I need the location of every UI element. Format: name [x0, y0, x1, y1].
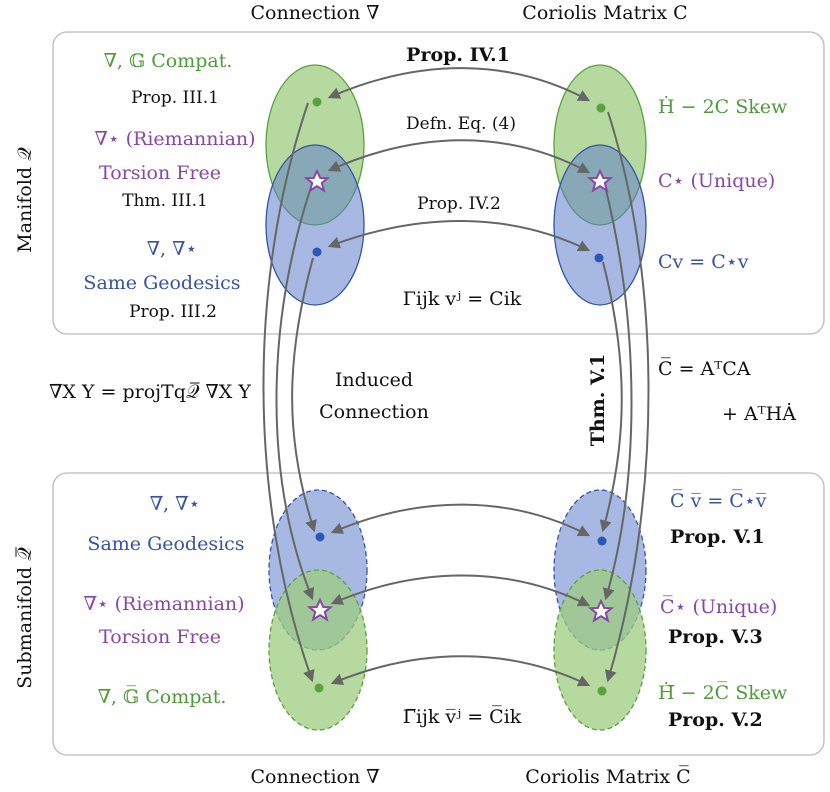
- node-sub-skew: [597, 686, 607, 696]
- label-sub-relation: Γ̅ijk v̅ʲ = C̅ik: [402, 706, 522, 728]
- arrow-thm-skew: [605, 111, 650, 683]
- label-unique: C⋆ (Unique): [658, 170, 776, 192]
- label-sub-unique: C̅⋆ (Unique): [660, 596, 778, 618]
- arrow-sub-unique: [330, 574, 591, 607]
- label-skew: Ḣ − 2C Skew: [658, 96, 788, 118]
- node-compat: [312, 97, 322, 107]
- label-cbar-formula-2: + AᵀHȦ: [722, 403, 796, 425]
- node-sub-compat: [314, 683, 324, 693]
- node-sub-cv: [597, 536, 607, 546]
- connection-geodesic-ellipse: [265, 144, 365, 306]
- arrow-defn-eq4: [327, 139, 591, 174]
- arrow-sub-geodesic: [330, 503, 591, 537]
- label-prop-v1: Prop. V.1: [670, 526, 765, 548]
- label-sub-cv: C̅ v̅ = C̅⋆v̅: [670, 490, 767, 512]
- footer-connection-bar: Connection ∇̅: [250, 766, 380, 788]
- label-induced-formula: ∇̅X Y = projTq𝒬̅ ∇X Y: [49, 381, 251, 403]
- arrow-prop-iv1: [327, 67, 591, 102]
- node-unique-star: [586, 168, 614, 193]
- label-relation: Γijk vʲ = Cik: [402, 288, 522, 310]
- label-induced: Induced: [334, 369, 414, 391]
- arrow-induce-unique: [275, 189, 315, 601]
- label-prop-v3: Prop. V.3: [668, 626, 763, 648]
- coriolis-geodesic-ellipse: [553, 144, 647, 306]
- node-sub-geodesic: [315, 532, 325, 542]
- arrow-induce-geodesic: [291, 257, 317, 533]
- label-sub-torsion-free: Torsion Free: [98, 626, 222, 648]
- label-prop-iii2: Prop. III.2: [129, 302, 217, 322]
- node-geodesic: [312, 247, 322, 257]
- label-same-geodesics: Same Geodesics: [83, 272, 241, 294]
- submanifold-label: Submanifold 𝒬̅: [14, 547, 36, 689]
- label-sub-same-geodesics: Same Geodesics: [87, 533, 245, 555]
- arrow-induce-compat: [262, 102, 315, 683]
- node-skew: [596, 103, 606, 113]
- node-cv: [594, 253, 604, 263]
- label-thm-iii1: Thm. III.1: [122, 191, 208, 211]
- header-connection: Connection ∇: [250, 2, 380, 24]
- label-prop-iv2: Prop. IV.2: [417, 194, 501, 214]
- sub-coriolis-skew-ellipse: [553, 569, 647, 731]
- label-prop-iv1: Prop. IV.1: [406, 44, 510, 66]
- label-defn-eq4: Defn. Eq. (4): [406, 114, 516, 134]
- node-sub-unique-star: [587, 598, 615, 623]
- label-sub-geodesic-ops: ∇̅, ∇̅⋆: [149, 493, 201, 515]
- header-coriolis: Coriolis Matrix C: [522, 2, 688, 24]
- label-riemannian: ∇⋆ (Riemannian): [94, 128, 256, 150]
- label-thm-v1: Thm. V.1: [587, 353, 609, 447]
- label-cbar-formula-1: C̅ = AᵀCA: [658, 358, 751, 380]
- label-prop-iii1: Prop. III.1: [131, 88, 219, 108]
- label-compat: ∇, 𝔾 Compat.: [103, 50, 233, 72]
- label-sub-compat: ∇̅, 𝔾̅ Compat.: [97, 686, 227, 708]
- node-riemannian-star: [303, 168, 331, 193]
- label-sub-skew: Ḣ̅ − 2C̅ Skew: [658, 682, 788, 704]
- label-connection: Connection: [319, 401, 429, 423]
- sub-connection-compat-ellipse: [268, 569, 368, 731]
- label-sub-riemannian: ∇̅⋆ (Riemannian): [83, 593, 245, 615]
- node-sub-riemannian-star: [306, 597, 334, 622]
- label-prop-v2: Prop. V.2: [668, 709, 763, 731]
- manifold-label: Manifold 𝒬: [14, 147, 36, 253]
- arrow-prop-iv2: [327, 220, 591, 252]
- label-cv: Cv = C⋆v: [658, 251, 749, 273]
- arrow-thm-geodesic: [599, 261, 623, 533]
- label-geodesic-ops: ∇, ∇⋆: [146, 238, 198, 260]
- footer-coriolis-bar: Coriolis Matrix C̅: [525, 766, 691, 788]
- arrow-thm-unique: [602, 189, 633, 601]
- label-torsion-free: Torsion Free: [98, 162, 222, 184]
- arrow-sub-compat: [330, 655, 591, 687]
